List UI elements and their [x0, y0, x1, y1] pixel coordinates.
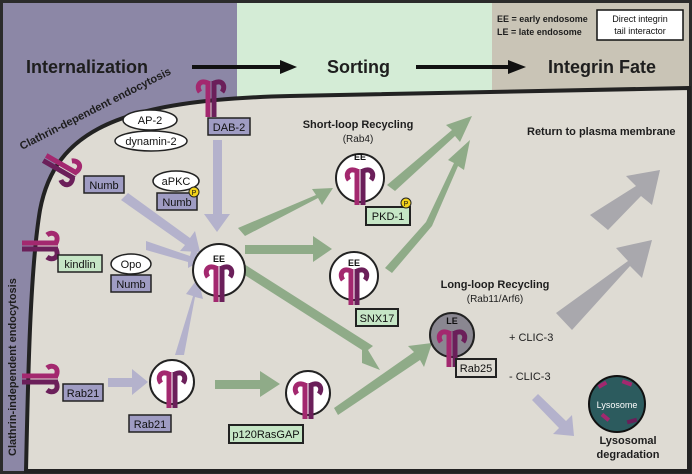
pkd1-box: PKD-1 [365, 206, 411, 226]
svg-text:Lysosome: Lysosome [597, 400, 638, 410]
p120rasgap-box: p120RasGAP [228, 424, 304, 444]
long-loop-sub: (Rab11/Arf6) [467, 294, 524, 305]
header-arrow-2 [416, 60, 526, 74]
stage-fate: Integrin Fate [548, 57, 656, 77]
ap2-oval: AP-2 [122, 109, 178, 131]
arrow-rab21-to-endosome [108, 369, 148, 395]
long-loop-title: Long-loop Recycling [441, 279, 550, 291]
arrow-numb-to-ee [121, 193, 200, 252]
legend-le: LE = late endosome [497, 27, 582, 37]
svg-text:Numb: Numb [89, 180, 118, 192]
stage-internalization: Internalization [26, 57, 148, 77]
arrow-opo-to-ee [146, 241, 205, 268]
short-loop-sub: (Rab4) [343, 134, 374, 145]
svg-text:Opo: Opo [121, 259, 142, 271]
svg-text:SNX17: SNX17 [360, 313, 395, 325]
arrow-ee-to-ee-snx [245, 236, 332, 262]
arrow-snx-return [385, 140, 470, 273]
clic-plus-label: + CLIC-3 [509, 332, 553, 344]
arrow-short-loop [387, 116, 472, 191]
svg-text:PKD-1: PKD-1 [372, 211, 404, 223]
svg-text:tail interactor: tail interactor [614, 26, 666, 36]
svg-text:Direct integrin: Direct integrin [612, 14, 668, 24]
lysosomal-label-1: Lysosomal [599, 435, 656, 447]
dynamin2-oval: dynamin-2 [114, 130, 188, 152]
arrow-dab2-to-ee [204, 140, 230, 232]
lysosomal-label-2: degradation [597, 449, 660, 461]
svg-text:LE: LE [446, 316, 458, 326]
arrow-ee-to-long [240, 264, 380, 370]
svg-text:Rab21: Rab21 [67, 388, 99, 400]
phospho-badge-numb: P [188, 186, 200, 198]
endosome-ee-snx17: EE [329, 251, 379, 305]
late-endosome: LE [429, 312, 475, 367]
legend-interactor-box: Direct integrin tail interactor [596, 9, 684, 41]
arrow-endo-to-p120 [215, 371, 280, 397]
svg-text:Rab25: Rab25 [460, 363, 492, 375]
numb-box-3: Numb [110, 274, 152, 293]
svg-text:p120RasGAP: p120RasGAP [232, 429, 299, 441]
endosome-p120 [285, 370, 331, 419]
label-clathrin-independent: Clathrin-independent endocytosis [7, 278, 19, 456]
arrow-return-membrane [590, 170, 660, 230]
endosome-ee-pkd1: EE [335, 152, 385, 205]
rab25-box: Rab25 [455, 358, 497, 378]
opo-oval: Opo [110, 253, 152, 275]
svg-text:AP-2: AP-2 [138, 115, 162, 127]
arrow-clic-to-lysosome [532, 394, 574, 436]
arrow-endosome-to-ee [175, 278, 203, 355]
stage-sorting: Sorting [327, 57, 390, 77]
sorting-band [236, 3, 492, 103]
kindlin-box: kindlin [57, 254, 103, 273]
header-arrow-1 [192, 60, 297, 74]
svg-text:Rab21: Rab21 [134, 419, 166, 431]
svg-text:dynamin-2: dynamin-2 [125, 136, 176, 148]
arrow-p120-to-le [334, 343, 432, 415]
return-pm-label: Return to plasma membrane [527, 126, 676, 138]
lysosome: Lysosome [588, 375, 646, 433]
svg-text:EE: EE [354, 152, 366, 162]
phospho-badge-pkd1: P [400, 197, 412, 209]
svg-text:EE: EE [348, 258, 360, 268]
clic-minus-label: - CLIC-3 [509, 371, 551, 383]
numb-box-1: Numb [83, 175, 125, 194]
arrow-ee-to-ee-pkd [238, 188, 333, 236]
rab21-box-1: Rab21 [62, 383, 104, 402]
rab21-box-2: Rab21 [128, 414, 172, 433]
svg-text:P: P [404, 201, 409, 208]
svg-text:DAB-2: DAB-2 [213, 122, 245, 134]
svg-text:Numb: Numb [116, 279, 145, 291]
snx17-box: SNX17 [355, 308, 399, 327]
svg-text:Numb: Numb [162, 197, 191, 209]
legend-ee: EE = early endosome [497, 14, 588, 24]
svg-text:P: P [192, 190, 197, 197]
endosome-rab21 [149, 359, 195, 408]
dab2-box: DAB-2 [207, 117, 251, 136]
svg-text:EE: EE [213, 254, 225, 264]
svg-text:kindlin: kindlin [64, 259, 95, 271]
numb-box-2: Numb [156, 192, 198, 211]
apkc-oval: aPKC [152, 170, 200, 192]
arrow-long-loop-return [556, 240, 652, 330]
endosome-ee-center: EE [192, 243, 246, 302]
svg-text:aPKC: aPKC [162, 176, 191, 188]
short-loop-title: Short-loop Recycling [303, 119, 414, 131]
